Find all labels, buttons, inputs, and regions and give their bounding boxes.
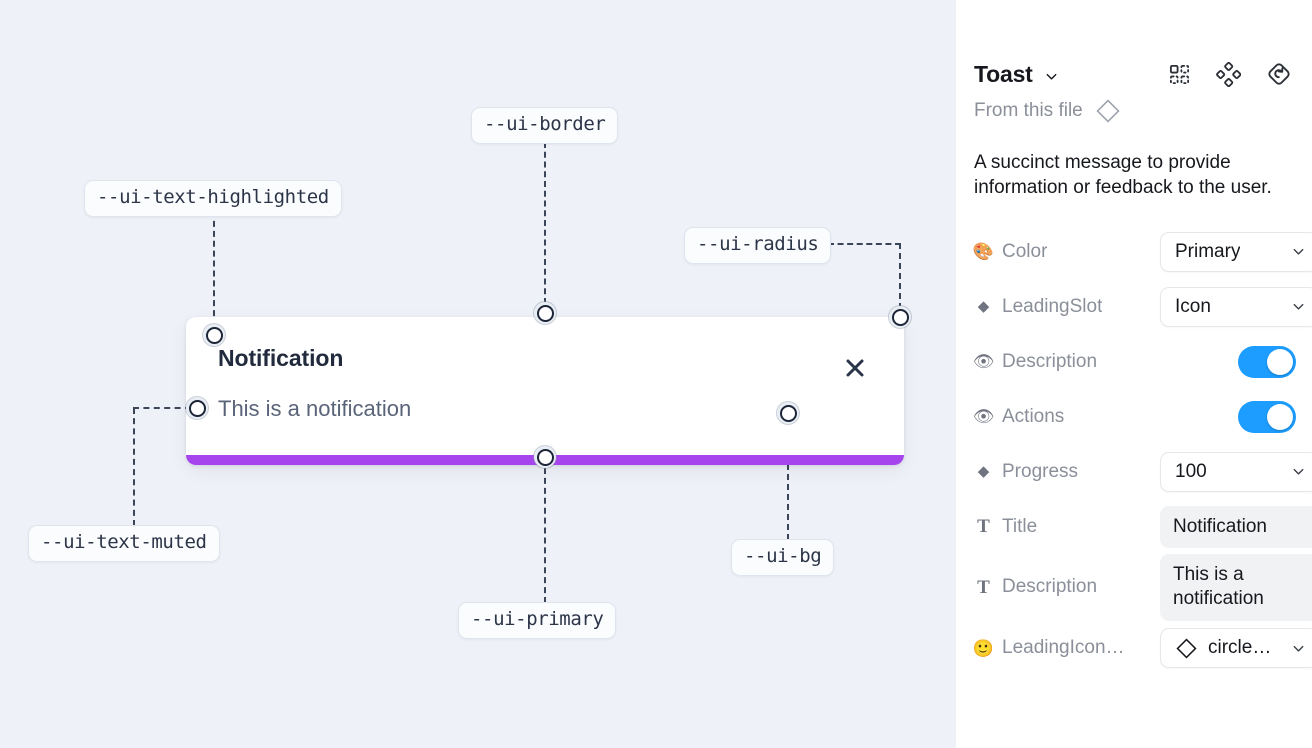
property-label: Title bbox=[1002, 515, 1038, 537]
color-select[interactable]: Primary bbox=[1160, 231, 1312, 272]
chevron-down-icon bbox=[1285, 641, 1306, 656]
connector-ui-text-highlighted bbox=[213, 211, 215, 326]
property-label: Description bbox=[1002, 350, 1098, 372]
token-tag-label: --ui-bg bbox=[744, 545, 822, 567]
token-tag-label: --ui-text-highlighted bbox=[97, 186, 329, 208]
anchor-ui-border[interactable] bbox=[534, 302, 556, 324]
diamond-icon bbox=[1175, 637, 1198, 660]
close-x-icon[interactable] bbox=[842, 355, 868, 381]
actions-toggle[interactable] bbox=[1238, 400, 1296, 433]
property-row-description-toggle: 👁 Description bbox=[972, 334, 1296, 389]
leadingicon-select[interactable]: circle… bbox=[1160, 628, 1312, 669]
token-tag-ui-bg[interactable]: --ui-bg bbox=[731, 539, 835, 576]
token-tag-ui-radius[interactable]: --ui-radius bbox=[684, 227, 832, 264]
anchor-ui-text-muted[interactable] bbox=[186, 397, 208, 419]
progress-select[interactable]: 100 bbox=[1160, 451, 1312, 492]
panel-title: Toast bbox=[974, 60, 1033, 87]
component-description: A succinct message to provide informatio… bbox=[974, 152, 1272, 199]
property-label: Actions bbox=[1002, 405, 1065, 427]
select-value: Primary bbox=[1175, 240, 1241, 262]
chevron-down-icon bbox=[1285, 464, 1306, 479]
text-t-icon: T bbox=[977, 516, 990, 538]
connector-ui-text-muted-h bbox=[133, 407, 191, 409]
eye-icon: 👁 bbox=[972, 407, 995, 427]
anchor-ui-bg[interactable] bbox=[777, 402, 799, 424]
select-value: circle… bbox=[1208, 637, 1272, 659]
property-row-title: T Title Notification bbox=[972, 499, 1312, 554]
token-tag-ui-text-muted[interactable]: --ui-text-muted bbox=[28, 525, 220, 562]
from-this-file-row[interactable]: From this file bbox=[972, 98, 1296, 124]
connector-ui-text-muted-v bbox=[133, 408, 135, 526]
text-t-icon: T bbox=[977, 576, 990, 598]
token-tag-label: --ui-radius bbox=[697, 233, 819, 255]
properties-panel: Toast bbox=[956, 0, 1312, 748]
variants-diamond-icon[interactable] bbox=[1216, 61, 1241, 87]
property-row-color: 🎨 Color Primary bbox=[972, 224, 1312, 279]
anchor-ui-primary[interactable] bbox=[534, 446, 556, 468]
panel-header-actions bbox=[1168, 61, 1296, 87]
property-row-progress: ◆ Progress 100 bbox=[972, 444, 1312, 499]
property-row-actions-toggle: 👁 Actions bbox=[972, 389, 1296, 444]
token-tag-ui-text-highlighted[interactable]: --ui-text-highlighted bbox=[84, 180, 342, 217]
smiley-icon: 🙂 bbox=[972, 638, 995, 658]
property-label: LeadingIcon… bbox=[1002, 637, 1125, 659]
title-input[interactable]: Notification bbox=[1160, 505, 1312, 548]
palette-icon: 🎨 bbox=[972, 242, 995, 262]
property-label: LeadingSlot bbox=[1002, 295, 1103, 317]
token-tag-ui-border[interactable]: --ui-border bbox=[471, 107, 619, 144]
from-this-file-label: From this file bbox=[974, 100, 1083, 121]
description-input[interactable]: This is a notification bbox=[1160, 554, 1312, 621]
property-label: Description bbox=[1002, 576, 1098, 598]
chevron-down-icon bbox=[1285, 299, 1306, 314]
diamond-icon: ◆ bbox=[977, 298, 990, 316]
panel-header: Toast bbox=[972, 0, 1296, 96]
property-row-description-text: T Description This is a notification bbox=[972, 554, 1312, 621]
reset-instance-icon[interactable] bbox=[1266, 61, 1292, 87]
property-label: Progress bbox=[1002, 460, 1079, 482]
connector-ui-radius-v bbox=[899, 243, 901, 309]
token-tag-label: --ui-border bbox=[484, 113, 606, 135]
anchor-ui-radius[interactable] bbox=[889, 306, 911, 328]
diamond-icon: ◆ bbox=[977, 463, 990, 481]
connector-ui-bg bbox=[787, 424, 789, 540]
select-value: Icon bbox=[1175, 295, 1211, 317]
properties-list: 🎨 Color Primary ◆ LeadingSlot bbox=[972, 224, 1312, 676]
select-value: 100 bbox=[1175, 460, 1207, 482]
token-tag-label: --ui-text-muted bbox=[41, 531, 207, 553]
token-tag-ui-primary[interactable]: --ui-primary bbox=[458, 602, 617, 639]
toast-description: This is a notification bbox=[218, 396, 412, 421]
leadingslot-select[interactable]: Icon bbox=[1160, 286, 1312, 327]
anchor-ui-text-highlighted[interactable] bbox=[203, 324, 225, 346]
toast-title: Notification bbox=[218, 345, 344, 371]
token-tag-label: --ui-primary bbox=[471, 608, 604, 630]
property-row-leadingicon: 🙂 LeadingIcon… circle… bbox=[972, 621, 1312, 676]
description-toggle[interactable] bbox=[1238, 345, 1296, 378]
property-row-leadingslot: ◆ LeadingSlot Icon bbox=[972, 279, 1312, 334]
component-grid-icon[interactable] bbox=[1168, 63, 1191, 86]
chevron-down-icon[interactable] bbox=[1044, 69, 1059, 84]
property-label: Color bbox=[1002, 240, 1048, 262]
toast-component-preview[interactable]: Notification This is a notification bbox=[186, 317, 904, 465]
design-canvas[interactable]: Notification This is a notification --ui… bbox=[0, 0, 956, 748]
connector-ui-primary bbox=[544, 468, 546, 603]
diamond-icon bbox=[1095, 98, 1121, 124]
chevron-down-icon bbox=[1285, 244, 1306, 259]
eye-icon: 👁 bbox=[972, 352, 995, 372]
connector-ui-border bbox=[544, 142, 546, 304]
connector-ui-radius-h bbox=[828, 243, 901, 245]
